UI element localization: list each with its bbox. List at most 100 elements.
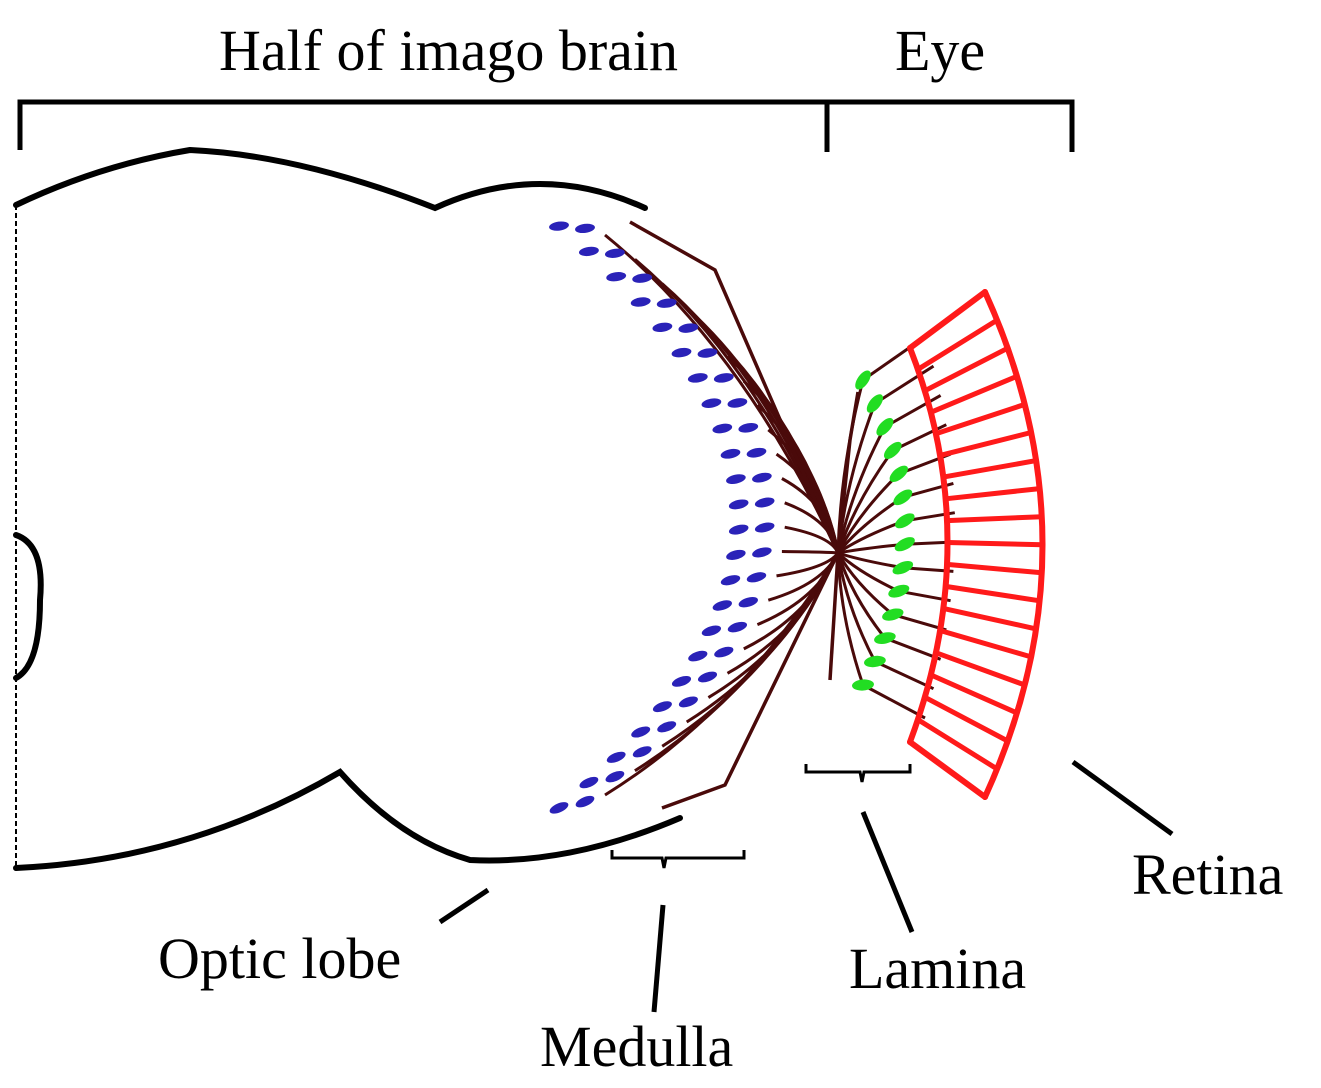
medulla-cell [657, 721, 677, 733]
lamina-fan-top [836, 391, 860, 554]
eye-label: Eye [895, 18, 986, 83]
medulla-axon [634, 552, 840, 772]
medulla-cell [726, 474, 746, 484]
medulla-cell [688, 650, 708, 662]
lamina-axon [836, 426, 887, 554]
medulla-cell [605, 771, 625, 783]
ommatidium [943, 583, 1043, 604]
retina-bottom-edge [907, 739, 988, 800]
medulla-cell [746, 447, 767, 458]
medulla-axon [781, 550, 839, 555]
retina-fiber [892, 613, 947, 632]
retina-top-edge [907, 289, 988, 351]
medulla-cell [579, 776, 599, 789]
lamina-cell [895, 513, 915, 529]
medulla-cell [713, 373, 734, 383]
lamina-cell [892, 560, 914, 575]
medulla-cell [712, 600, 732, 611]
brain-half-bracket [17, 99, 830, 152]
ommatidium [940, 458, 1039, 480]
medulla-cell [575, 795, 595, 808]
medulla-cell [630, 297, 651, 307]
retina-fiber [874, 660, 935, 691]
medulla-cell [632, 746, 652, 758]
medulla-cell [720, 575, 741, 586]
medulla-cell [697, 671, 718, 683]
medulla-cell [631, 726, 651, 738]
retina-fiber [884, 394, 942, 429]
medulla-cell [727, 621, 748, 633]
retina-fiber [862, 683, 926, 720]
ommatidium [933, 401, 1028, 437]
medulla-cell [671, 347, 692, 358]
optic-lobe-leader [438, 887, 490, 925]
retina-shape [907, 289, 1046, 800]
lamina-axon [836, 552, 894, 616]
ommatidium [922, 694, 1011, 744]
lamina-label: Lamina [849, 936, 1027, 1001]
lamina-fan-bottom [828, 552, 840, 681]
lamina-cell [889, 465, 908, 482]
medulla-cell [728, 524, 749, 535]
brain-outline [13, 146, 683, 871]
medulla-cell [701, 625, 722, 637]
lamina-leader [860, 811, 915, 933]
ommatidium [937, 430, 1034, 458]
medulla-cell [738, 422, 759, 433]
retina-leader [1071, 759, 1174, 837]
medulla-leader [651, 904, 666, 1013]
medulla-cell [712, 423, 733, 434]
lamina-cell [894, 537, 915, 552]
medulla-cell [656, 298, 677, 308]
medulla-cell [549, 221, 569, 231]
medulla-cell [697, 348, 718, 358]
eye-bracket [827, 99, 1075, 152]
medulla-label: Medulla [540, 1014, 734, 1079]
medulla-cell [604, 248, 625, 258]
ommatidium [943, 486, 1043, 502]
medulla-cell [746, 572, 767, 583]
lamina-cell [863, 655, 886, 668]
medulla-cell [671, 676, 692, 687]
lamina-cell [855, 370, 871, 390]
ommatidium [928, 373, 1020, 415]
medulla-cell [752, 472, 772, 483]
medulla-cell [575, 223, 595, 234]
medulla-cell [754, 497, 775, 508]
ommatidium [933, 650, 1028, 688]
medulla-cell [678, 323, 699, 333]
brain-half-label: Half of imago brain [219, 18, 679, 83]
medulla-cell [606, 272, 627, 282]
ommatidium [922, 345, 1011, 394]
medulla-brace [610, 850, 746, 869]
ommatidium [928, 672, 1020, 716]
medulla-axon [604, 552, 840, 797]
lamina-cell [882, 608, 904, 621]
lamina-cell [893, 489, 913, 506]
medulla-cell [738, 597, 758, 608]
lamina-cell [874, 632, 896, 644]
medulla-cell [606, 751, 626, 763]
medulla-axon [743, 552, 840, 651]
medulla-cell [652, 701, 672, 713]
lamina-brace [804, 764, 912, 783]
medulla-cells [549, 221, 775, 814]
lamina-axon [836, 472, 900, 554]
medulla-cell [701, 398, 722, 408]
medulla-cell [578, 246, 599, 257]
ommatidium [944, 561, 1045, 576]
medulla-cell [727, 398, 748, 408]
medulla-cell [714, 646, 734, 658]
lamina-cell [866, 394, 884, 413]
optic-lobe-label: Optic lobe [158, 926, 402, 991]
lamina-cell [876, 417, 894, 436]
medulla-cell [754, 522, 775, 533]
medulla-cell [632, 273, 653, 283]
medulla-cell [752, 547, 772, 558]
medulla-cell [652, 322, 673, 333]
lamina-cell [888, 584, 910, 598]
ommatidium [940, 605, 1039, 632]
retina-label: Retina [1132, 842, 1284, 907]
ommatidium [915, 717, 1000, 772]
